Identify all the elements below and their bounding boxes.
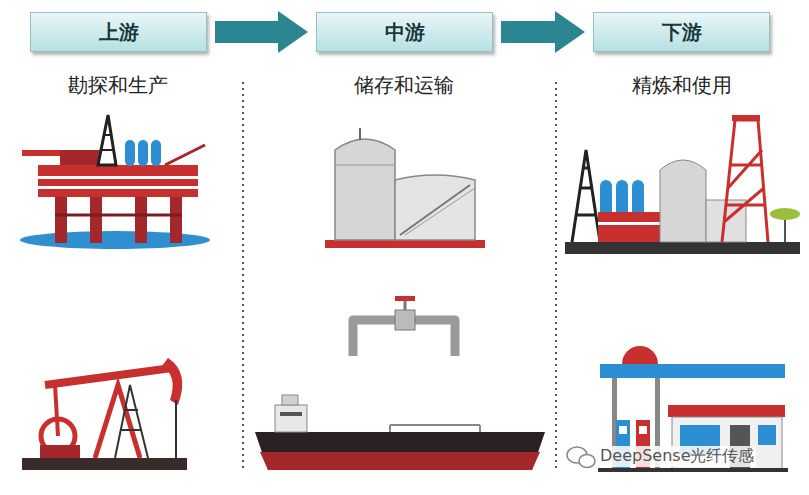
stage-caption: 精炼和使用	[632, 72, 732, 99]
stage-caption: 勘探和生产	[68, 72, 168, 99]
separator	[555, 82, 557, 470]
stage-title: 中游	[385, 19, 425, 46]
offshore-platform	[20, 115, 210, 249]
refinery	[565, 115, 800, 254]
watermark: DeepSense光纤传感	[598, 446, 756, 467]
flow-arrow	[215, 11, 308, 53]
wechat-icon	[567, 447, 595, 468]
stage-box: 上游	[30, 12, 207, 52]
flow-arrow	[501, 11, 585, 53]
pipeline-valve	[353, 296, 455, 356]
tanker-ship	[255, 395, 545, 470]
storage-tanks	[325, 128, 485, 248]
stage-title: 下游	[662, 19, 702, 46]
pumpjack	[22, 358, 187, 470]
stage-caption: 储存和运输	[354, 72, 454, 99]
stage-box: 中游	[316, 12, 493, 52]
stage-title: 上游	[99, 19, 139, 46]
stage-box: 下游	[593, 12, 770, 52]
gas-station	[598, 346, 788, 472]
separator	[242, 82, 244, 470]
